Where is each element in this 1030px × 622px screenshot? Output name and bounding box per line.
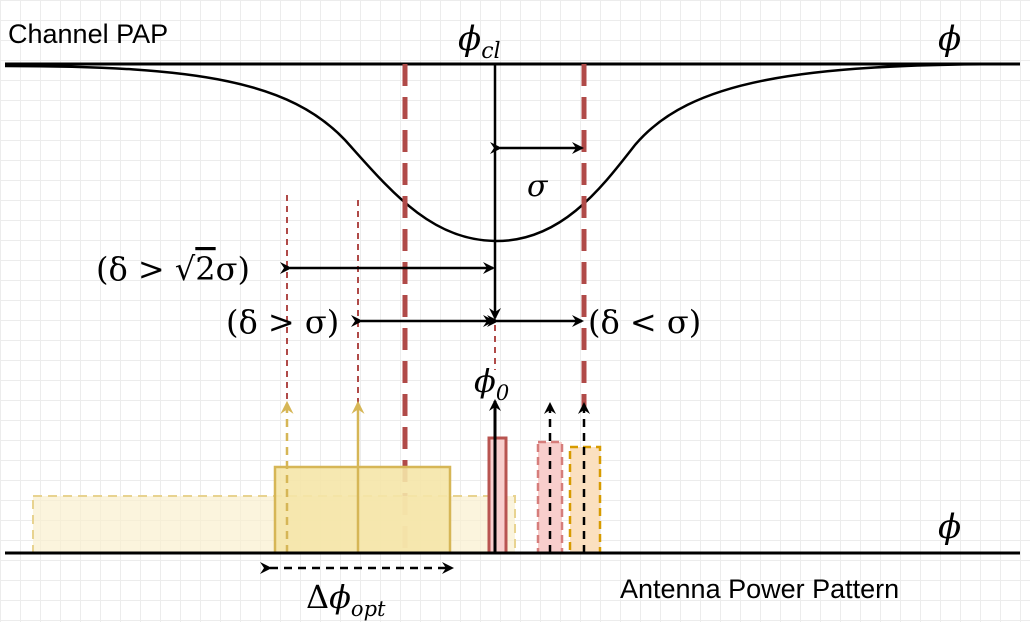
- bottom-axis-phi-label: ϕ: [938, 507, 961, 547]
- offset-sqrt2-label: (δ > √2σ): [96, 250, 250, 288]
- cluster-center-base: ϕ: [458, 19, 481, 59]
- beamwidth-label: Δϕopt: [306, 578, 386, 621]
- offset-sqrt2-radical: √: [175, 250, 196, 288]
- cluster-center-subscript: cl: [481, 39, 500, 64]
- antenna-pattern-title: Antenna Power Pattern: [620, 574, 899, 604]
- beamwidth-prefix: Δ: [306, 578, 329, 616]
- channel-pap-title: Channel PAP: [8, 19, 168, 49]
- pointing-angle-subscript: 0: [496, 381, 509, 405]
- top-axis-phi-label: ϕ: [938, 19, 961, 59]
- offset-greater-label: (δ > σ): [226, 303, 339, 341]
- offset-sqrt2-open: (δ >: [96, 250, 175, 288]
- cluster-center-label: ϕcl: [458, 19, 501, 64]
- offset-less-label: (δ < σ): [588, 303, 701, 341]
- optimal-beam: [273, 465, 452, 555]
- sigma-label: σ: [527, 169, 549, 204]
- pointing-beam: [487, 436, 508, 555]
- channel-pap-curve: [4, 62, 1021, 243]
- beamwidth-subscript: opt: [351, 597, 386, 621]
- pointing-angle-label: ϕ0: [474, 362, 509, 405]
- offset-sqrt2-close: σ): [216, 250, 250, 288]
- pointing-angle-base: ϕ: [474, 362, 496, 400]
- beamwidth-base: ϕ: [329, 578, 351, 616]
- offset-sqrt2-two: 2: [195, 250, 215, 288]
